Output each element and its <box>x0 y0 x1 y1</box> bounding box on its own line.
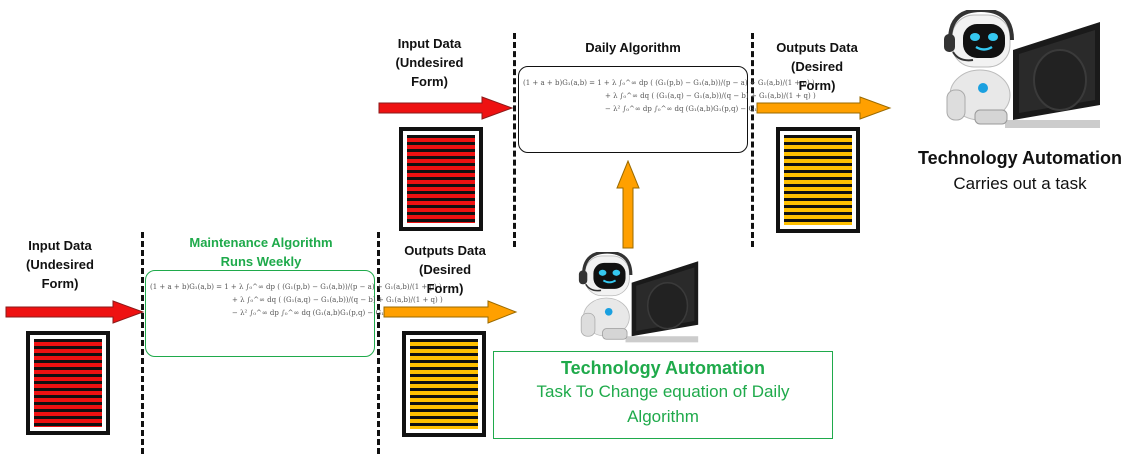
label-line: (Desired <box>790 59 844 74</box>
maintenance-equation-box: (1 + a + b)G₁(a,b) = 1 + λ ∫₀^∞ dp ( (G₁… <box>145 270 486 357</box>
equation-line: − λ² ∫₀^∞ dp ∫₀^∞ dq (G₁(a,b)G₁(p,q) − G… <box>232 309 486 317</box>
weekly-right-divider <box>377 232 380 454</box>
equation-line: + λ ∫₀^∞ dq ( (G₁(a,q) − G₁(a,b))/(q − b… <box>605 92 816 100</box>
equation-line: (1 + a + b)G₁(a,b) = 1 + λ ∫₀^∞ dp ( (G₁… <box>523 79 815 87</box>
label-line: (Undesired <box>26 257 94 272</box>
equation-line: − λ² ∫₀^∞ dp ∫₀^∞ dq (G₁(a,b)G₁(p,q) − G… <box>605 105 859 113</box>
weekly-left-divider <box>141 232 144 454</box>
label-line: Input Data <box>28 238 92 253</box>
automation-bottom-box: Technology Automation Task To Change equ… <box>493 351 833 439</box>
daily-equation-box: (1 + a + b)G₁(a,b) = 1 + λ ∫₀^∞ dp ( (G₁… <box>518 66 859 153</box>
label-line: Form) <box>411 74 448 89</box>
automation-top-subtitle: Carries out a task <box>953 174 1087 193</box>
weekly-input-arrow <box>5 300 145 324</box>
update-equation-arrow <box>616 160 640 249</box>
robot-at-computer-icon <box>944 10 1100 128</box>
robot-at-computer-icon <box>578 252 699 343</box>
daily-input-arrow <box>378 96 514 120</box>
label-line: Form) <box>798 78 836 93</box>
daily-input-document-icon <box>399 127 483 231</box>
automation-bottom-subtitle: Task To Change equation of Daily Algorit… <box>494 379 832 429</box>
label-line: (Undesired <box>395 55 464 70</box>
label-line: Form) <box>41 276 79 291</box>
title-line: Maintenance Algorithm <box>189 235 333 250</box>
subtitle-line: Algorithm <box>627 407 699 426</box>
label-line: (Desired <box>418 262 472 277</box>
weekly-output-label: Outputs Data (Desired Form) <box>390 241 500 298</box>
equation-line: + λ ∫₀^∞ dq ( (G₁(a,q) − G₁(a,b))/(q − b… <box>232 296 443 304</box>
weekly-output-arrow <box>383 300 518 324</box>
daily-output-arrow <box>756 96 892 120</box>
title-line: Runs Weekly <box>220 254 302 269</box>
label-line: Outputs Data <box>404 243 486 258</box>
equation: (1 + a + b)G₁(a,b) = 1 + λ ∫₀^∞ dp ( (G₁… <box>150 281 486 320</box>
daily-output-document-icon <box>776 127 860 233</box>
weekly-output-document-icon <box>402 331 486 437</box>
daily-right-divider <box>751 33 754 247</box>
automation-bottom-title: Technology Automation <box>561 358 765 378</box>
label-line: Input Data <box>397 36 462 51</box>
label-line: Form) <box>426 281 464 296</box>
weekly-input-label: Input Data (Undesired Form) <box>10 236 110 293</box>
daily-output-label: Outputs Data (Desired Form) <box>762 38 872 95</box>
label-line: Outputs Data <box>776 40 858 55</box>
equation: (1 + a + b)G₁(a,b) = 1 + λ ∫₀^∞ dp ( (G₁… <box>523 77 859 116</box>
daily-left-divider <box>513 33 516 247</box>
equation-line: (1 + a + b)G₁(a,b) = 1 + λ ∫₀^∞ dp ( (G₁… <box>150 283 442 291</box>
daily-algorithm-title: Daily Algorithm <box>585 40 681 55</box>
daily-input-label: Input Data (Undesired Form) <box>372 34 487 91</box>
weekly-input-document-icon <box>26 331 110 435</box>
maintenance-algorithm-title: Maintenance Algorithm Runs Weekly <box>145 233 377 271</box>
subtitle-line: Task To Change equation of Daily <box>536 382 790 401</box>
automation-top-title: Technology Automation <box>918 148 1122 168</box>
